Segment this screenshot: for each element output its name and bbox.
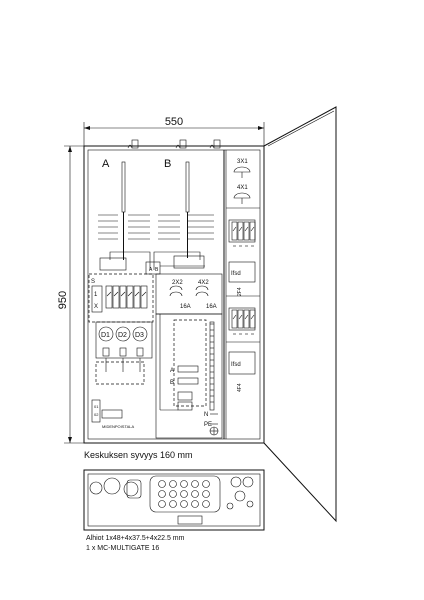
breaker	[133, 285, 141, 309]
side-label-1: 2F4	[237, 287, 243, 296]
b-marker: B	[170, 380, 174, 386]
rcd-pole	[237, 221, 244, 241]
fuse-block: 2X2 4X2 16A 16A	[155, 273, 223, 315]
width-label: 550	[165, 116, 183, 128]
rcd-pole	[249, 221, 256, 241]
multigate-hole	[158, 480, 166, 488]
multigate-hole	[158, 500, 166, 508]
multigate-hole	[180, 480, 188, 488]
marker-b: B	[155, 267, 159, 273]
socket-4x1-label: 4X1	[237, 185, 248, 191]
breaker-lever	[106, 291, 112, 297]
breaker-lever	[120, 291, 126, 297]
n-label: N	[204, 412, 208, 418]
d-meter-block: D1 D2 D3	[95, 321, 153, 385]
rcd-lever	[238, 226, 243, 232]
ifsd-label-2: Ifsd	[231, 362, 241, 368]
bottom-plate	[83, 469, 265, 531]
busbars	[121, 161, 190, 260]
open-door	[263, 106, 337, 523]
rcd-pole	[243, 221, 250, 241]
multigate-hole	[169, 490, 177, 498]
rcd-lever	[244, 314, 249, 320]
multigate-hole	[202, 500, 210, 508]
ventilation-slots	[98, 214, 214, 240]
multigate-hole	[180, 500, 188, 508]
breaker	[105, 285, 113, 309]
d3-label: D3	[135, 332, 144, 339]
multigate-hole	[191, 500, 199, 508]
mark-01: 01	[94, 404, 99, 409]
mark-x: X	[94, 304, 98, 310]
rcd-pole	[231, 221, 238, 241]
breaker	[119, 285, 127, 309]
rcd-pole	[249, 309, 256, 329]
rcd-lever	[250, 314, 255, 320]
entries-label: Alhiot 1x48+4x37.5+4x22.5 mm	[86, 535, 185, 542]
rcd-pole	[237, 309, 244, 329]
fuse-16a-label-1: 16A	[180, 304, 191, 310]
multigate-hole	[191, 490, 199, 498]
rcd-pole	[243, 309, 250, 329]
rcd-lever	[244, 226, 249, 232]
multigate-hole	[202, 490, 210, 498]
side-label-2: 4F4	[237, 383, 243, 392]
meter-socket: MIDENPOISTALA 01 02	[91, 399, 134, 429]
width-dimension: 550	[83, 116, 265, 146]
breaker-lever	[134, 291, 140, 297]
d2-label: D2	[118, 332, 127, 339]
breaker-lever	[113, 291, 119, 297]
meter-label: MIDENPOISTALA	[102, 424, 134, 429]
pe-label: PE	[204, 422, 212, 428]
breaker	[112, 285, 120, 309]
section-a-label: A	[102, 158, 110, 170]
d1-label: D1	[101, 332, 110, 339]
rcd-lever	[250, 226, 255, 232]
breaker-lever	[141, 291, 147, 297]
fuse-2x2-label: 2X2	[172, 280, 183, 286]
mark-02: 02	[94, 412, 99, 417]
multigate-label: 1 x MC-MULTIGATE 16	[86, 545, 159, 552]
height-label: 950	[57, 291, 69, 309]
height-dimension: 950	[57, 145, 84, 444]
multigate-hole	[191, 480, 199, 488]
breaker-lever	[127, 291, 133, 297]
multigate-hole	[158, 490, 166, 498]
breaker	[140, 285, 148, 309]
socket-3x1-label: 3X1	[237, 159, 248, 165]
fuse-4x2-label: 4X2	[198, 280, 209, 286]
ifsd-label-1: Ifsd	[231, 271, 241, 277]
multigate-hole	[202, 480, 210, 488]
depth-label: Keskuksen syvyys 160 mm	[84, 450, 193, 460]
section-b-label: B	[164, 158, 171, 170]
rcd-lever	[232, 314, 237, 320]
mark-s: S	[91, 279, 95, 285]
terminal-block: A B N PE	[155, 313, 223, 439]
mark-1: 1	[94, 292, 98, 298]
breaker-group-left: S 1 X	[88, 273, 154, 323]
hinges	[127, 139, 221, 149]
rcd-pole	[231, 309, 238, 329]
fuse-16a-label-2: 16A	[206, 304, 217, 310]
rcd-lever	[238, 314, 243, 320]
rcd-lever	[232, 226, 237, 232]
breaker	[126, 285, 134, 309]
multigate-hole	[180, 490, 188, 498]
multigate-hole	[169, 480, 177, 488]
upper-wiring: A B	[99, 251, 205, 275]
multigate-hole	[169, 500, 177, 508]
marker-a: A	[149, 267, 153, 273]
socket-column: 3X1 4X1 Ifsd 2F4 Ifsd 4F4	[228, 159, 256, 392]
a-marker: A	[170, 368, 174, 374]
